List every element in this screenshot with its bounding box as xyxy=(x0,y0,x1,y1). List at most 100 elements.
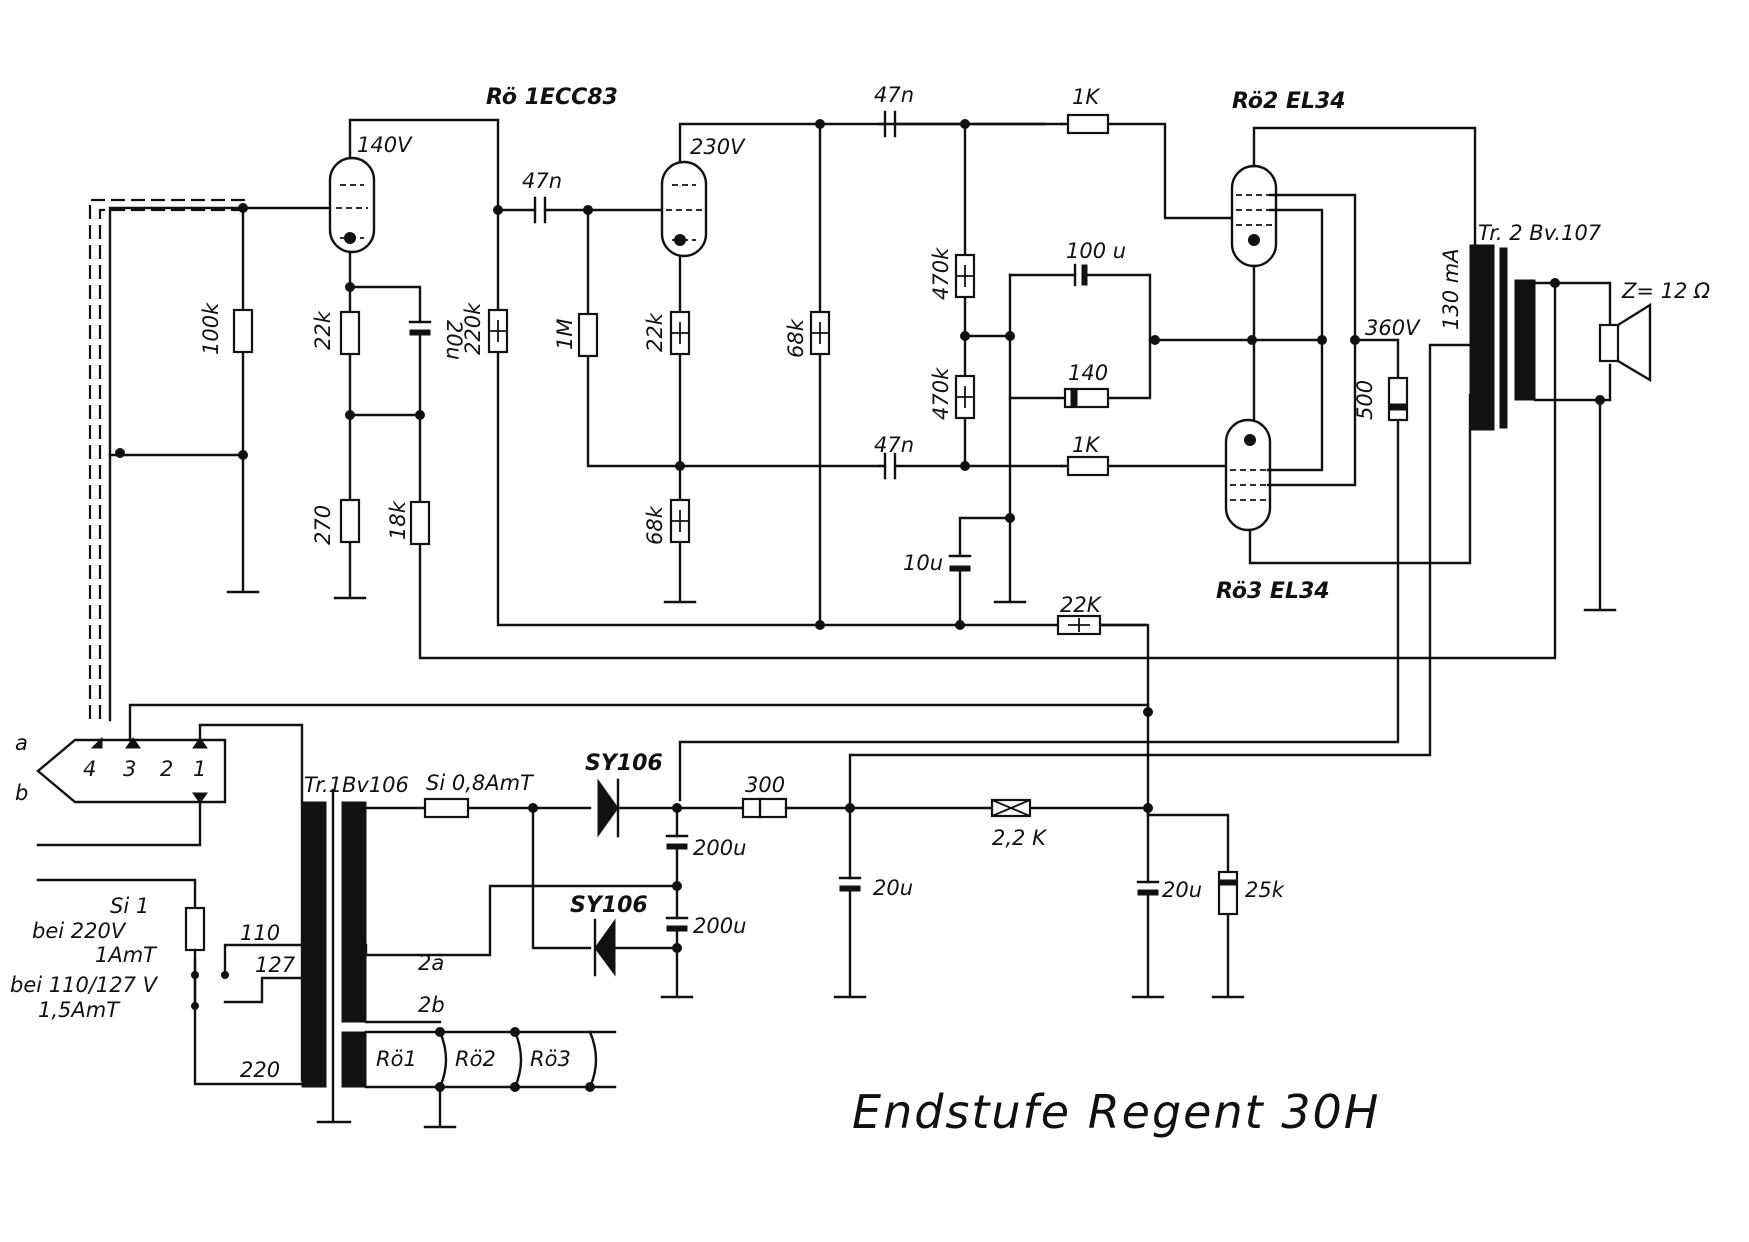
shield-line-outer xyxy=(88,198,245,720)
fuse-line4: 1,5AmT xyxy=(38,998,121,1022)
speaker-cone xyxy=(1616,302,1652,383)
r470k-a-label: 470k xyxy=(929,247,953,300)
r22k-a-label: 22k xyxy=(311,310,335,350)
connector-b: b xyxy=(15,781,28,805)
pin-1: 1 xyxy=(193,757,206,781)
fuse-si-label: Si 0,8AmT xyxy=(426,771,535,795)
c20u-b-label: 20u xyxy=(873,876,913,900)
tr1-secondary-heater xyxy=(341,1031,367,1088)
i130-label: 130 mA xyxy=(1439,248,1463,330)
r100k xyxy=(232,308,254,354)
fuse-line2: 1AmT xyxy=(95,943,158,967)
tap-127: 127 xyxy=(255,953,296,977)
diode-1 xyxy=(597,778,619,838)
r18k-feedback-wire xyxy=(418,283,1557,660)
tube-r1-a xyxy=(328,156,376,254)
output-stage: Rö2 EL34 Rö3 EL34 500 360V 130 mA xyxy=(678,89,1710,812)
r500 xyxy=(1387,376,1409,422)
tr1-label: Tr.1Bv106 xyxy=(304,773,409,797)
c10u-label: 10u xyxy=(903,551,943,575)
connector-a: a xyxy=(15,731,28,755)
tr1-secondary-hv xyxy=(341,801,367,1023)
r22k-c-label: 22K xyxy=(1060,593,1103,617)
r1k-b xyxy=(1066,455,1110,477)
b-plus-line xyxy=(496,208,1147,627)
diode-2-label: SY106 xyxy=(570,893,648,918)
tap-2b: 2b xyxy=(418,993,445,1017)
r100k-label: 100k xyxy=(199,302,223,355)
r300-label: 300 xyxy=(745,773,785,797)
r1k-b-label: 1K xyxy=(1072,433,1101,457)
coupling-network: 47n 47n 470k 470k 100 u 140 10u xyxy=(874,83,1327,817)
tr2-primary xyxy=(1469,244,1495,431)
r500-label: 500 xyxy=(1353,380,1377,420)
pin-3: 3 xyxy=(123,757,136,781)
speaker-magnet xyxy=(1598,323,1620,363)
c47n-b-label: 47n xyxy=(874,83,914,107)
tube-r2-label: Rö2 EL34 xyxy=(1232,89,1346,114)
heater-r2: Rö2 xyxy=(455,1047,496,1071)
pin-4: 4 xyxy=(83,757,96,781)
input-signal-wire xyxy=(108,206,247,722)
tube-r1-label: Rö 1ECC83 xyxy=(486,85,618,110)
diagram-title: Endstufe Regent 30H xyxy=(852,1085,1380,1139)
fuse-si08 xyxy=(423,797,470,819)
power-supply: a b 4 3 2 1 Si 1 bei 220V 1AmT bei 110/1… xyxy=(10,703,1285,1129)
r470k-b-label: 470k xyxy=(929,367,953,420)
r25k-label: 25k xyxy=(1245,878,1285,902)
r270 xyxy=(339,498,361,544)
r1m-label: 1M xyxy=(553,319,577,350)
fuse-line3: bei 110/127 V xyxy=(10,973,159,997)
c47n-c-label: 47n xyxy=(874,433,914,457)
fuse-line1: bei 220V xyxy=(32,919,127,943)
diode-2 xyxy=(594,918,616,977)
c47n-a-label: 47n xyxy=(522,169,562,193)
r1m-wire xyxy=(586,208,882,468)
r270-label: 270 xyxy=(311,505,335,545)
r22k-a xyxy=(339,310,361,356)
r25k xyxy=(1217,870,1239,916)
pin-2: 2 xyxy=(160,757,173,781)
c20u-wire xyxy=(348,285,422,417)
r22k-b-label: 22k xyxy=(643,312,667,352)
r2-2k-label: 2,2 K xyxy=(992,826,1048,850)
v230-label: 230V xyxy=(690,135,746,159)
shield-line-inner xyxy=(98,208,245,720)
anode-r3-wire xyxy=(1248,393,1472,565)
r68k-a-label: 68k xyxy=(643,505,667,545)
r220k-label: 220k xyxy=(461,302,485,355)
tr1-primary xyxy=(301,801,327,1088)
heater-r1: Rö1 xyxy=(376,1047,417,1071)
tr2-label: Tr. 2 Bv.107 xyxy=(1478,221,1602,245)
r18k-label: 18k xyxy=(386,500,410,540)
r1m xyxy=(577,312,599,358)
r18k xyxy=(409,500,431,546)
c200u-a-label: 200u xyxy=(693,836,746,860)
impedance-label: Z= 12 Ω xyxy=(1621,279,1710,303)
v140-label: 140V xyxy=(357,133,413,157)
c100u-label: 100 u xyxy=(1066,239,1126,263)
c20u-a-label: 20u xyxy=(442,320,466,360)
r300 xyxy=(741,797,788,819)
r1k-a-label: 1K xyxy=(1072,85,1101,109)
tube-r3 xyxy=(1224,418,1272,532)
c20u-c-label: 20u xyxy=(1162,878,1202,902)
v360-label: 360V xyxy=(1365,316,1421,340)
anode-r2-wire xyxy=(1252,126,1477,247)
r68k-b-label: 68k xyxy=(784,318,808,358)
stage1: 140V 100k 22k 20u 270 18k xyxy=(88,118,1557,722)
anode1-wire xyxy=(348,118,500,212)
tap-110: 110 xyxy=(240,921,280,945)
tap-220: 220 xyxy=(240,1058,280,1082)
fuse-si1 xyxy=(184,906,206,952)
r1k-a xyxy=(1066,113,1110,135)
diode-1-label: SY106 xyxy=(585,751,663,776)
tr2-secondary xyxy=(1514,279,1536,401)
fuse-name: Si 1 xyxy=(110,894,149,918)
r140-label: 140 xyxy=(1068,361,1108,385)
c200u-b-label: 200u xyxy=(693,914,746,938)
tube-r2 xyxy=(1230,164,1278,268)
tube-r3-label: Rö3 EL34 xyxy=(1216,579,1330,604)
stage2: Rö 1ECC83 220k 47n 1M 230V 22k 68k xyxy=(461,85,1147,630)
